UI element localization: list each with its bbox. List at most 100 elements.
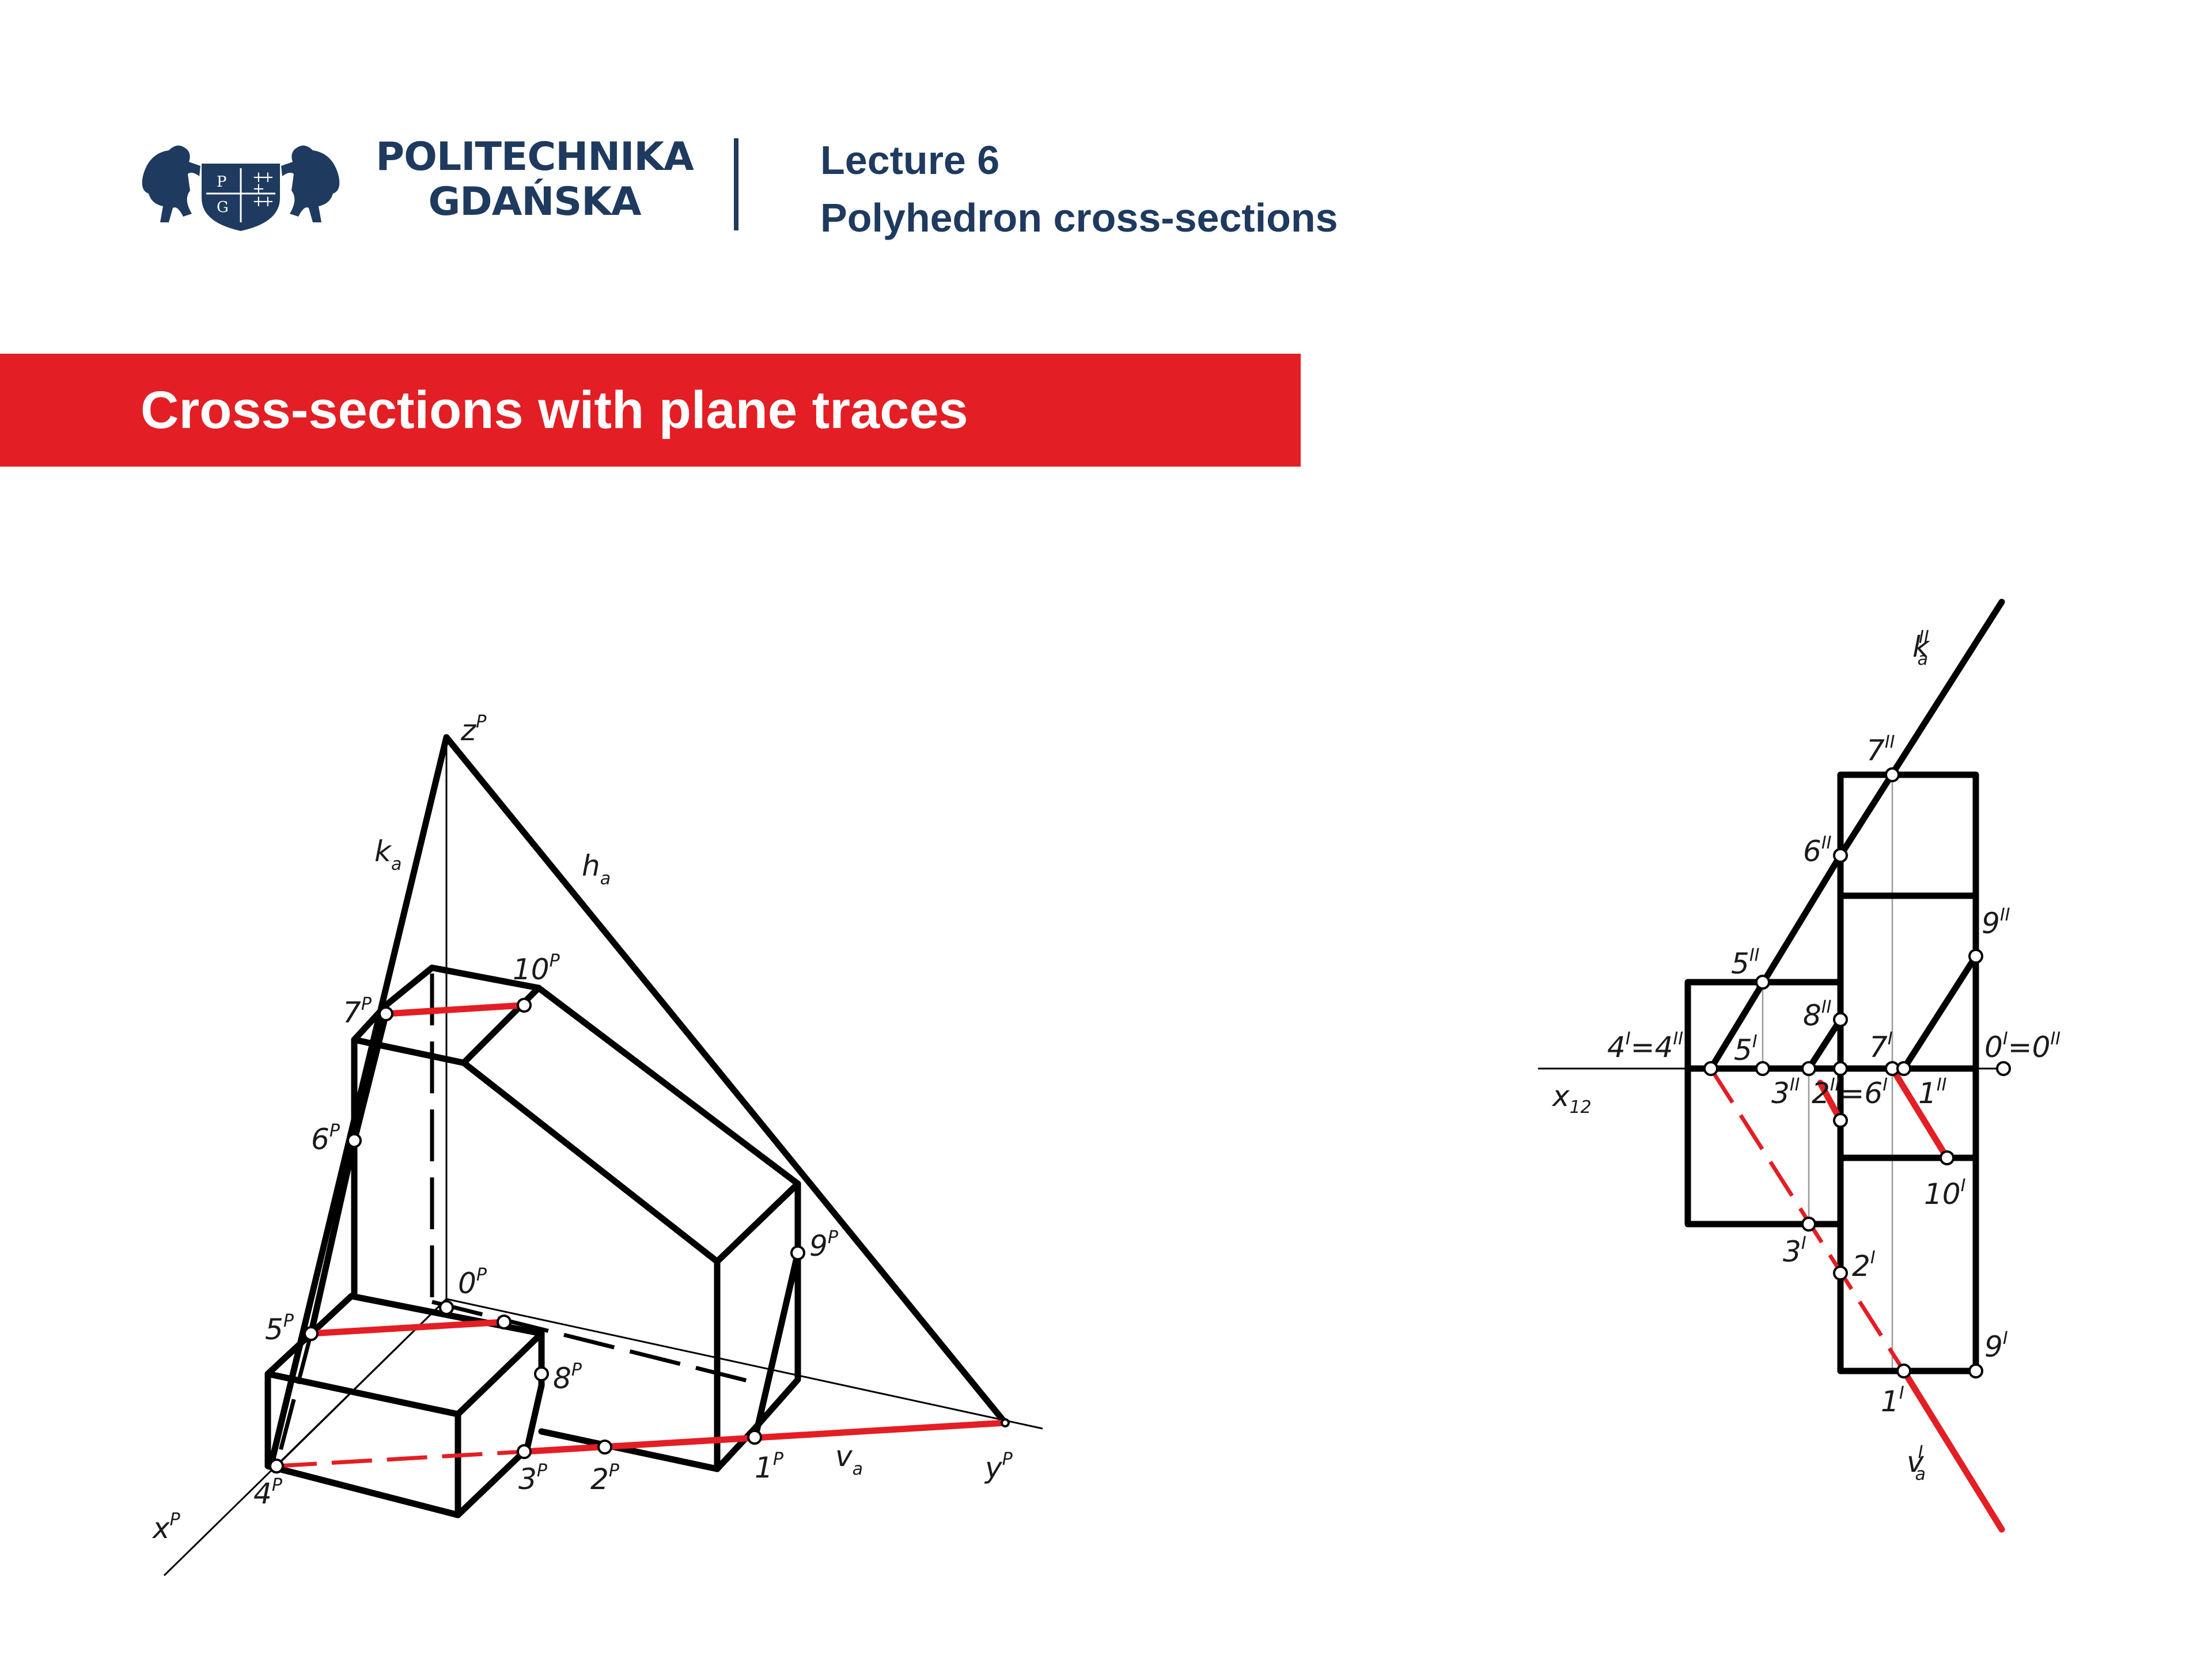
point-yp	[1001, 1418, 1010, 1427]
section-3-y	[521, 1419, 1009, 1455]
y-axis	[446, 1298, 1043, 1430]
lecture-info: Lecture 6 Polyhedron cross-sections	[820, 131, 1338, 247]
label-10p: 10P	[513, 951, 560, 986]
svg-text:P: P	[217, 173, 227, 191]
label-yp: yP	[984, 1449, 1013, 1484]
slide-title: Cross-sections with plane traces	[141, 381, 968, 440]
section-edge-6-7	[351, 1010, 389, 1144]
organization-name: POLITECHNIKA GDAŃSKA	[373, 135, 696, 225]
point-10i	[1940, 1150, 1955, 1165]
politechnika-gdanska-crest-icon: P G ++ + ++	[142, 145, 340, 231]
label-4p: 4P	[253, 1475, 283, 1510]
section-8	[1805, 1016, 1844, 1072]
point-6p	[347, 1133, 362, 1148]
section-5-box	[308, 1319, 507, 1337]
point-8ii	[1833, 1012, 1848, 1027]
label-0i-0ii: 0I=0II	[1984, 1029, 2061, 1064]
svg-text:+: +	[252, 193, 265, 210]
point-box-corner	[497, 1315, 512, 1330]
point-0	[1996, 1061, 2011, 1076]
prism-outline	[351, 964, 801, 1432]
label-va: va	[835, 1440, 863, 1479]
point-9i	[1968, 1363, 1983, 1378]
hidden-edge-base	[431, 1300, 755, 1385]
prism-front-top	[714, 1180, 801, 1265]
label-5p: 5P	[265, 1311, 294, 1346]
label-ka: ka	[374, 835, 402, 874]
org-name-line-1: POLITECHNIKA	[376, 134, 694, 180]
point-4p	[269, 1459, 284, 1474]
prism-left-top	[351, 1036, 467, 1066]
point-10p	[517, 998, 532, 1013]
label-8p: 8P	[553, 1360, 582, 1395]
org-name-line-2: GDAŃSKA	[428, 179, 641, 225]
svg-text:+: +	[262, 169, 274, 186]
point-1ii	[1896, 1061, 1911, 1076]
prism-base	[538, 1428, 721, 1472]
label-xp: xP	[151, 1510, 181, 1545]
label-2ii-6i: 2II=6I	[1812, 1075, 1888, 1110]
label-9ii: 9II	[1982, 905, 2010, 940]
label-1p: 1P	[755, 1449, 784, 1484]
hidden-edge-k	[274, 1333, 313, 1467]
point-0p	[439, 1300, 454, 1315]
section-4-3	[276, 1449, 525, 1468]
label-3i: 3I	[1783, 1233, 1806, 1268]
point-9ii	[1968, 949, 1983, 964]
point-4	[1703, 1061, 1718, 1076]
slide-title-bar: Cross-sections with plane traces	[0, 354, 1301, 467]
point-1p	[747, 1430, 762, 1445]
label-2i: 2I	[1852, 1248, 1876, 1283]
point-7p	[378, 1006, 393, 1021]
label-x12: x12	[1551, 1080, 1592, 1118]
svg-text:+: +	[252, 169, 265, 186]
axonometric-points	[269, 998, 1010, 1474]
label-9i: 9I	[1984, 1328, 2008, 1363]
label-2p: 2P	[590, 1461, 620, 1496]
box-a-bottom2	[454, 1445, 531, 1518]
point-2p	[597, 1440, 612, 1455]
label-10i: 10I	[1924, 1176, 1966, 1211]
section-edge-5-6	[308, 1137, 358, 1337]
label-6p: 6P	[311, 1121, 340, 1156]
trace-h	[443, 734, 1009, 1426]
trace-v1-lower	[1900, 1368, 2005, 1533]
label-6ii: 6II	[1803, 833, 1832, 868]
orthographic-points	[1703, 767, 2011, 1378]
label-zp: zP	[460, 712, 487, 747]
lecture-topic: Polyhedron cross-sections	[820, 195, 1338, 240]
svg-text:G: G	[217, 199, 229, 216]
axonometric-view: zP ka ha 10P 7P 6P 9P 0P 5P 8P 3P 2P 1P …	[151, 712, 1043, 1577]
label-5ii: 5II	[1731, 945, 1760, 980]
section-1-10	[1889, 1065, 1950, 1161]
label-7p: 7P	[343, 994, 372, 1029]
prism-slope	[460, 1059, 721, 1265]
point-7ii	[1885, 767, 1900, 782]
label-3p: 3P	[518, 1461, 548, 1496]
point-5p	[304, 1326, 319, 1341]
label-1ii: 1II	[1918, 1075, 1947, 1110]
section-edge-9-1	[751, 1249, 801, 1444]
box-a-bottom	[264, 1463, 461, 1518]
point-9p	[790, 1245, 805, 1260]
point-8p	[534, 1366, 549, 1381]
tall-rect-upper	[1837, 771, 1979, 899]
point-2ii	[1833, 1061, 1848, 1076]
point-2i	[1833, 1266, 1848, 1281]
point-5i	[1755, 1061, 1770, 1076]
point-5ii	[1755, 975, 1770, 990]
point-3p	[517, 1444, 532, 1459]
point-6ii	[1833, 848, 1848, 863]
trace-k	[267, 734, 450, 1469]
trace-k2-hidden	[1839, 774, 1894, 857]
label-7i: 7I	[1869, 1029, 1893, 1064]
label-8ii: 8II	[1803, 997, 1832, 1032]
svg-text:+: +	[262, 193, 274, 210]
section-7-10	[382, 1002, 528, 1017]
point-6i	[1833, 1113, 1848, 1128]
label-0p: 0P	[458, 1265, 487, 1300]
trace-k2-lower	[1707, 852, 1844, 1072]
